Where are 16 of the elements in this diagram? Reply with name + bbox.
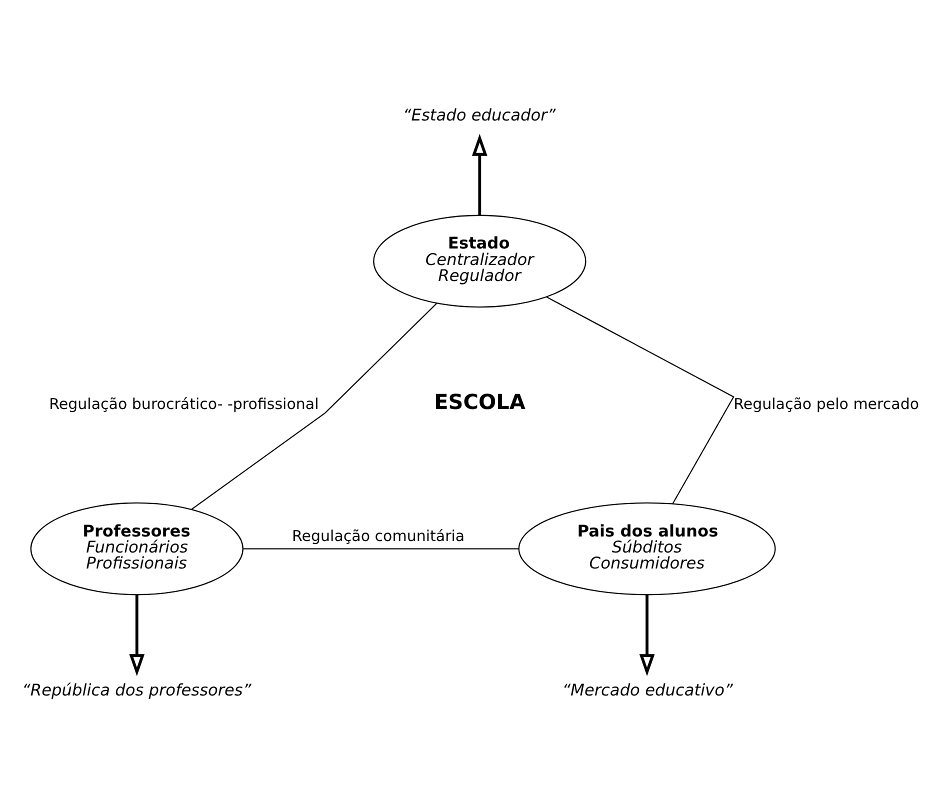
arrow xyxy=(472,134,488,216)
edge-label: Regulação pelo mercado xyxy=(734,394,920,413)
connector xyxy=(546,296,734,504)
edge-label: Regulação comunitária xyxy=(292,527,465,546)
arrow xyxy=(129,594,145,676)
node-ellipse: Estado Centralizador Regulador xyxy=(373,214,586,308)
node-text: “República dos professores” xyxy=(22,680,252,700)
edge-label: Regulação burocrático- -profissional xyxy=(49,394,319,413)
node-ellipse: Pais dos alunos Súbditos Consumidores xyxy=(518,502,776,596)
node-ellipse: Professores Funcionários Profissionais xyxy=(30,502,244,596)
node-text: “Estado educador” xyxy=(402,106,556,125)
node-text: “Mercado educativo” xyxy=(562,680,733,700)
arrow xyxy=(639,594,655,676)
label: ESCOLA xyxy=(434,390,526,414)
connector xyxy=(243,548,519,550)
connector xyxy=(190,302,438,510)
